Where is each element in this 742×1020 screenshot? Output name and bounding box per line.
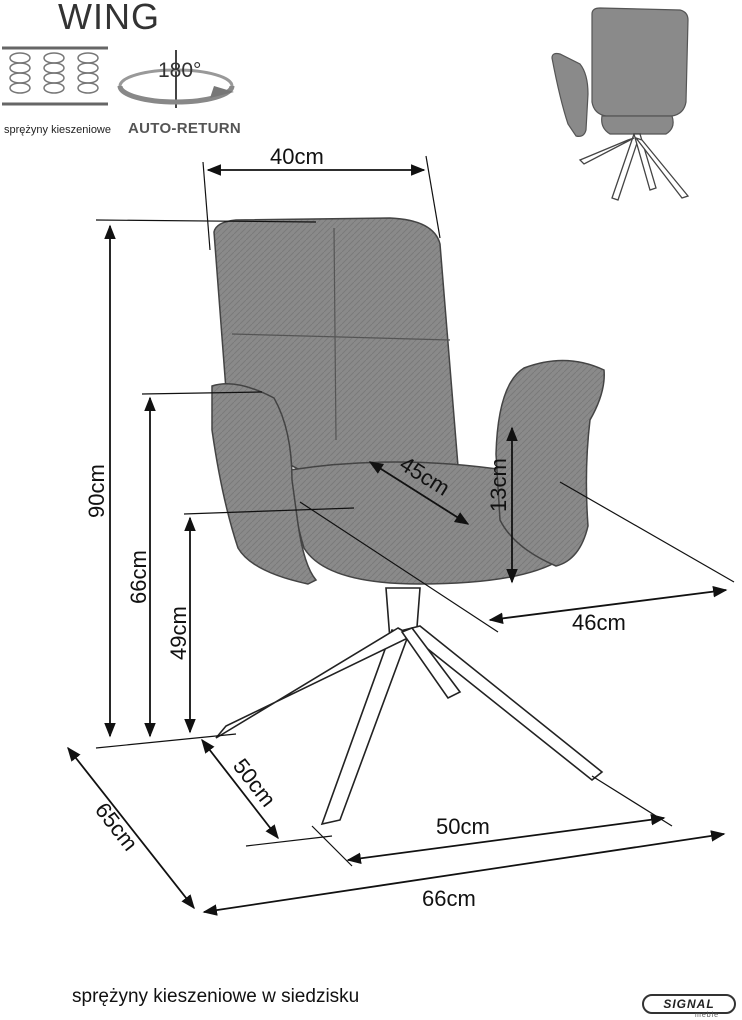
dim-label-total-depth: 65cm	[90, 798, 143, 856]
pocket-springs-label: sprężyny kieszeniowe	[4, 124, 111, 136]
product-title: WING	[58, 0, 160, 37]
brand-logo: SIGNAL	[642, 994, 736, 1014]
dim-label-base-width: 50cm	[436, 814, 490, 839]
dim-label-back-width: 40cm	[270, 144, 324, 169]
dim-label-armrest-over-seat: 13cm	[486, 458, 511, 512]
dim-line-total-width	[202, 830, 726, 916]
swivel-arrow-icon	[117, 50, 235, 108]
auto-return-label: AUTO-RETURN	[128, 120, 242, 137]
chair-upholstery	[211, 217, 605, 585]
dim-label-seat-height: 49cm	[166, 606, 191, 660]
dim-line-base-depth	[201, 738, 279, 840]
brand-sub-label: meble	[695, 1012, 720, 1019]
rotation-angle-label: 180°	[158, 59, 202, 82]
dim-line-seat-width	[488, 585, 728, 625]
dim-line-seat-depth	[368, 461, 470, 525]
dim-label-total-width: 66cm	[422, 886, 476, 911]
dim-label-total-height: 90cm	[84, 464, 109, 518]
dim-label-seat-width: 46cm	[572, 610, 626, 635]
chair-legs	[215, 587, 604, 826]
caption-text: sprężyny kieszeniowe w siedzisku	[72, 986, 360, 1007]
dim-line-base-width	[346, 813, 666, 865]
chair-back-view	[551, 7, 690, 201]
dim-label-armrest-height: 66cm	[126, 550, 151, 604]
dim-line-total-depth	[67, 746, 195, 910]
pocket-springs-icon	[2, 46, 108, 106]
